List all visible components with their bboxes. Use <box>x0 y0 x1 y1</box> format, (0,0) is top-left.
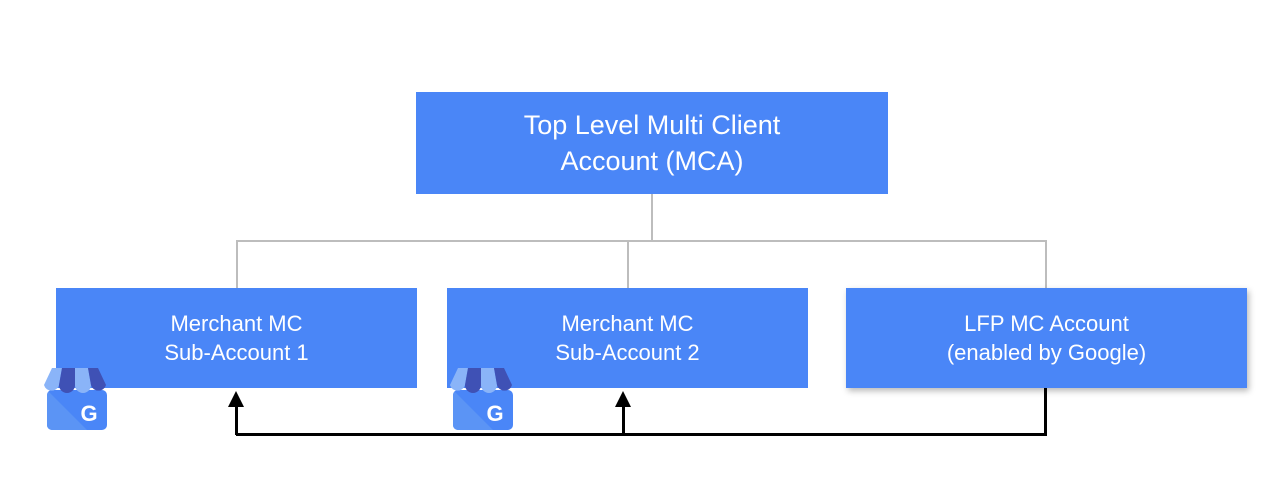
gmb-letter: G <box>80 401 97 426</box>
google-my-business-icon: G <box>44 368 107 430</box>
node-top-level-mca-label: Top Level Multi Client Account (MCA) <box>523 110 781 176</box>
gmb-letter: G <box>486 401 503 426</box>
node-merchant-sub-account-1[interactable]: Merchant MC Sub-Account 1 <box>56 288 417 388</box>
flow-line-up-sub2 <box>622 404 625 435</box>
node-lfp-mc-account[interactable]: LFP MC Account (enabled by Google) <box>846 288 1247 388</box>
connector-drop-sub2 <box>627 240 629 288</box>
connector-drop-lfp <box>1045 240 1047 288</box>
connector-root-stem <box>651 194 653 242</box>
connector-horizontal-bus <box>236 240 1047 242</box>
flow-line-up-sub1 <box>235 404 238 435</box>
flow-line-bottom <box>236 433 1047 436</box>
node-merchant-sub-account-2-label: Merchant MC Sub-Account 2 <box>555 311 700 365</box>
flow-line-lfp-down <box>1044 388 1047 436</box>
node-top-level-mca[interactable]: Top Level Multi Client Account (MCA) <box>416 92 888 194</box>
google-my-business-icon: G <box>450 368 513 430</box>
node-merchant-sub-account-2[interactable]: Merchant MC Sub-Account 2 <box>447 288 808 388</box>
connector-drop-sub1 <box>236 240 238 288</box>
node-merchant-sub-account-1-label: Merchant MC Sub-Account 1 <box>164 311 309 365</box>
arrowhead-to-sub2 <box>615 391 631 407</box>
node-lfp-mc-account-label: LFP MC Account (enabled by Google) <box>946 311 1147 365</box>
arrowhead-to-sub1 <box>228 391 244 407</box>
